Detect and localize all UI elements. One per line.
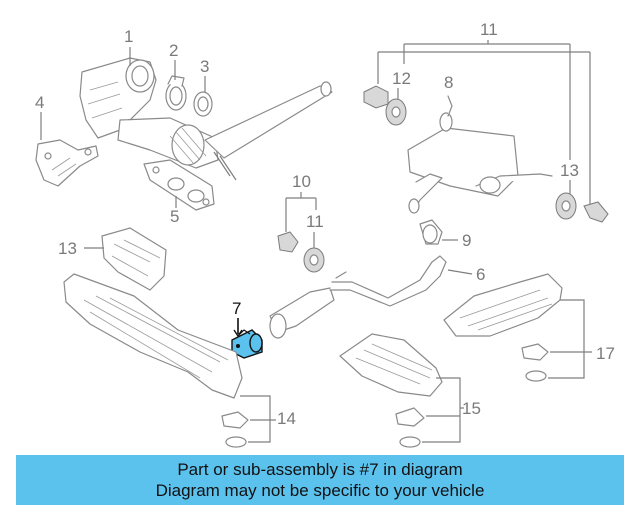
part-5-flange-gasket [143,159,215,211]
part-6-intermediate-pipe [269,255,447,339]
callout-9: 9 [462,231,471,250]
callout-1: 1 [124,27,133,46]
info-banner: Part or sub-assembly is #7 in diagram Di… [16,455,624,505]
callout-2: 2 [169,41,178,60]
callout-16: 15 [462,399,481,418]
callout-11: 11 [306,212,324,231]
part-15-heat-shield [63,273,249,448]
part-2-clamp [165,75,187,111]
callout-4: 4 [35,93,44,112]
part-14-heat-shield [101,227,167,291]
callout-13-upper: 12 [392,69,411,88]
part-12-hangers [363,85,609,223]
part-10-hanger [277,231,299,253]
banner-line-2: Diagram may not be specific to your vehi… [155,481,485,500]
part-11-mount [303,247,325,273]
callout-10: 10 [292,172,311,191]
part-1-catalytic-converter [79,57,333,181]
callout-3: 3 [200,57,209,76]
callout-6: 6 [476,265,485,284]
part-3-gasket [193,91,213,117]
banner-line-1: Part or sub-assembly is #7 in diagram [177,460,463,479]
part-9-clamp [419,219,443,245]
callout-17: 17 [596,344,615,363]
part-17-heat-shield [443,273,563,382]
part-13-mount-right [555,192,577,220]
part-13-mount-upper [385,98,407,126]
part-8-rear-muffler [407,95,553,214]
callout-12: 11 [480,20,498,39]
part-4-bracket [35,139,99,187]
callout-14: 13 [58,239,77,258]
part-16-heat-shield [339,333,443,448]
exhaust-parts-diagram: 1 2 3 4 5 11 [35,20,615,448]
callout-5: 5 [170,207,179,226]
callout-8: 8 [444,73,453,92]
callout-13-right: 13 [560,161,579,180]
callout-15: 14 [277,409,296,428]
callout-7: 7 [232,299,241,318]
